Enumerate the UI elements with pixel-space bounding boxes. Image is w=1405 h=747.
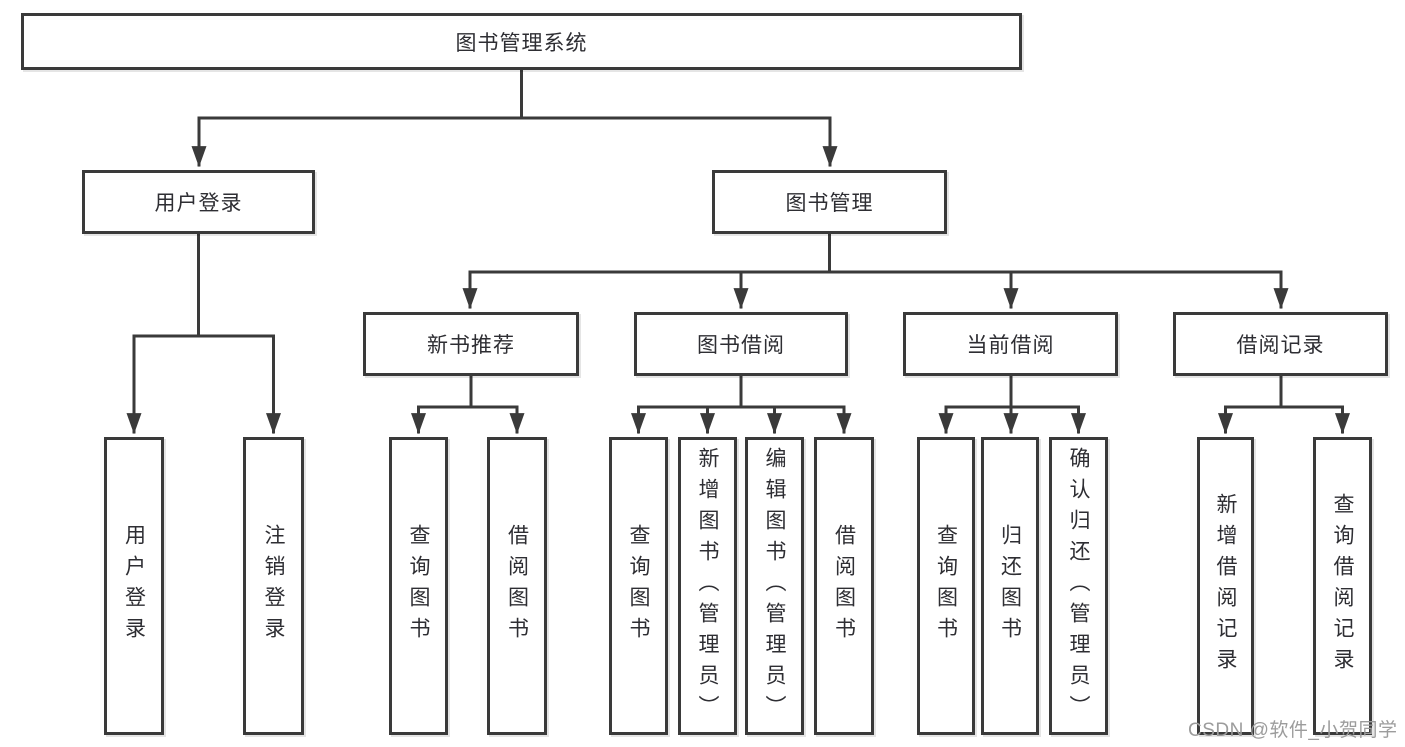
leaf-confirm-return-admin: 确认归还（管理员） [1049, 437, 1108, 735]
leaf-borrow-books-recommend: 借阅图书 [487, 437, 547, 735]
node-new-book-recommend: 新书推荐 [363, 312, 579, 376]
node-borrowing-records: 借阅记录 [1173, 312, 1388, 376]
leaf-borrow-books-borrowing: 借阅图书 [814, 437, 874, 735]
leaf-add-borrow-record: 新增借阅记录 [1197, 437, 1254, 735]
leaf-return-books: 归还图书 [981, 437, 1039, 735]
node-system-root: 图书管理系统 [21, 13, 1022, 70]
leaf-query-books-borrowing: 查询图书 [609, 437, 668, 735]
node-book-management: 图书管理 [712, 170, 947, 234]
leaf-logout: 注销登录 [243, 437, 304, 735]
leaf-edit-books-admin: 编辑图书（管理员） [745, 437, 804, 735]
tree-edges [126, 68, 1350, 435]
leaf-query-books-current: 查询图书 [917, 437, 975, 735]
leaf-query-borrow-record: 查询借阅记录 [1313, 437, 1372, 735]
leaf-add-books-admin: 新增图书（管理员） [678, 437, 737, 735]
node-book-borrowing: 图书借阅 [634, 312, 848, 376]
node-user-login: 用户登录 [82, 170, 315, 234]
leaf-user-login: 用户登录 [104, 437, 164, 735]
node-current-borrowing: 当前借阅 [903, 312, 1118, 376]
csdn-watermark: CSDN @软件_小贺同学 [1188, 720, 1398, 741]
leaf-query-books-recommend: 查询图书 [389, 437, 448, 735]
